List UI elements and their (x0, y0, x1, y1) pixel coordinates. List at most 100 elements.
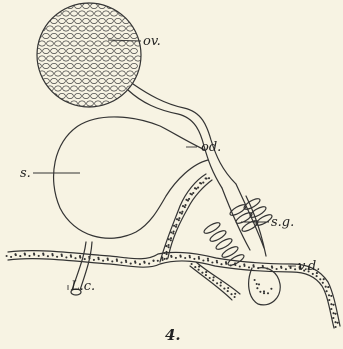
egg-cell (87, 71, 94, 76)
label-lc: L.c. (70, 279, 95, 294)
egg-cell (111, 41, 118, 46)
granule (323, 278, 325, 280)
granule (337, 322, 339, 324)
granule (239, 265, 241, 267)
egg-cell (35, 78, 42, 83)
granule (197, 187, 199, 189)
egg-cell (131, 18, 138, 23)
egg-cell (95, 86, 102, 91)
granule (134, 262, 136, 264)
egg-cell (87, 86, 94, 91)
granule (266, 268, 268, 270)
egg-cell (63, 26, 70, 31)
egg-cell (55, 71, 62, 76)
egg-cell (43, 33, 50, 38)
granule (168, 244, 170, 246)
granule (267, 292, 269, 294)
egg-cell (71, 11, 78, 16)
granule (15, 254, 17, 256)
egg-cell (51, 3, 58, 8)
granule (102, 260, 104, 262)
granule (330, 303, 332, 305)
egg-cell (63, 56, 70, 61)
granule (208, 177, 210, 179)
granule (28, 255, 30, 257)
granule (170, 239, 172, 241)
granule (198, 258, 200, 260)
granule (157, 260, 159, 262)
egg-cell (119, 71, 126, 76)
granule (24, 254, 26, 256)
granule (234, 296, 236, 298)
granule (220, 285, 222, 287)
granule (234, 264, 236, 266)
egg-cell (99, 18, 106, 23)
granule (33, 254, 35, 256)
egg-cell (47, 56, 54, 61)
granule (182, 205, 184, 207)
granule (166, 253, 168, 255)
egg-cell (123, 48, 130, 53)
egg-cell (51, 63, 58, 68)
granule (178, 217, 180, 219)
gland-lobe (209, 229, 228, 244)
gland-lobe (203, 221, 222, 236)
granule (259, 291, 261, 293)
granule (290, 267, 292, 269)
egg-cell (51, 78, 58, 83)
label-ovary: ov. (143, 34, 161, 49)
granule (248, 266, 250, 268)
granule (173, 230, 175, 232)
egg-cell (107, 18, 114, 23)
egg-cell (47, 11, 54, 16)
granule (325, 286, 327, 288)
granule (42, 254, 44, 256)
egg-cell (55, 26, 62, 31)
granule (205, 271, 207, 273)
egg-cell (123, 33, 130, 38)
egg-cell (59, 63, 66, 68)
egg-cell (83, 93, 90, 98)
granule (10, 256, 12, 258)
egg-cell (39, 41, 46, 46)
granule (319, 278, 321, 280)
granule (125, 261, 127, 263)
egg-cell (127, 71, 134, 76)
granule (263, 290, 265, 292)
egg-cell (95, 41, 102, 46)
gland-lobe (235, 211, 254, 226)
egg-cell (83, 48, 90, 53)
egg-cell (103, 56, 110, 61)
granule (130, 263, 132, 265)
egg-cell (79, 101, 86, 106)
granule (148, 263, 150, 265)
egg-cell (119, 86, 126, 91)
granule (330, 295, 332, 297)
egg-cell (91, 18, 98, 23)
egg-cell (51, 48, 58, 53)
granule (70, 256, 72, 258)
egg-cell (79, 11, 86, 16)
granule (61, 255, 63, 257)
egg-cell (67, 63, 74, 68)
egg-cell (39, 101, 46, 106)
egg-cell (75, 78, 82, 83)
granule (19, 255, 21, 257)
egg-cell (79, 26, 86, 31)
egg-cell (111, 71, 118, 76)
egg-cell (107, 48, 114, 53)
egg-cell (43, 63, 50, 68)
egg-cell (87, 11, 94, 16)
granule (205, 177, 207, 179)
egg-cell (71, 56, 78, 61)
egg-cell (43, 3, 50, 8)
label-oviduct: od. (201, 140, 221, 155)
oviduct (128, 84, 264, 250)
egg-cell (127, 11, 134, 16)
egg-cell (115, 3, 122, 8)
granule (316, 275, 318, 277)
granule (243, 265, 245, 267)
egg-cell (131, 33, 138, 38)
gland-lobe (215, 237, 234, 252)
granule (181, 211, 183, 213)
